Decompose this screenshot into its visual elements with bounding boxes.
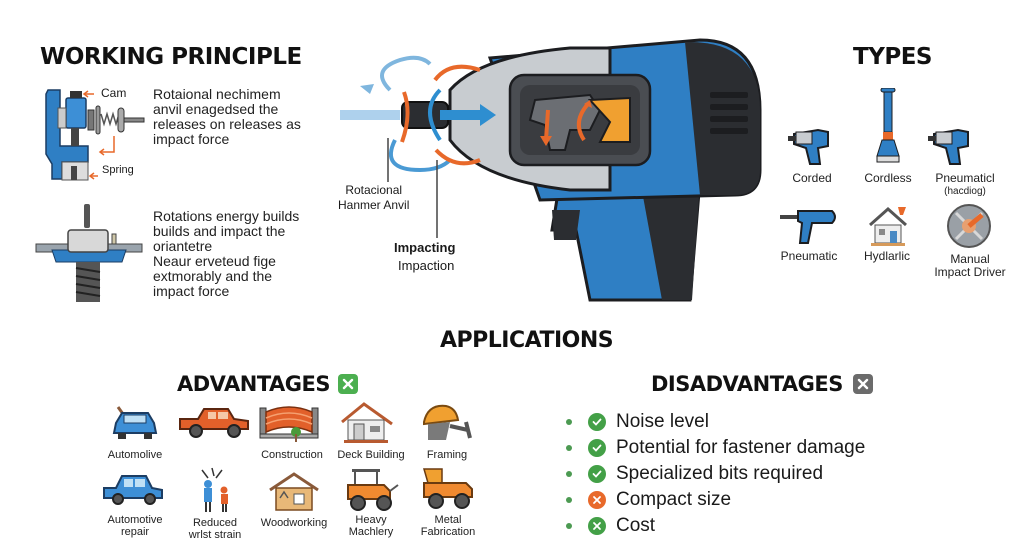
bullet-dot — [566, 497, 572, 503]
adv-label-automotive-repair: Automotive repair — [107, 514, 163, 538]
bullet-dot — [566, 471, 572, 477]
adv-label-automotive: Automolive — [107, 449, 163, 461]
adv-label-construction: Construction — [261, 449, 323, 461]
impaction-label: Impaction — [398, 258, 455, 273]
type-label-pneumatic: Pneumatic — [780, 249, 838, 263]
list-item: Specialized bits required — [566, 461, 865, 487]
bullet-dot — [566, 445, 572, 451]
adv-label-metal-fabrication: Metal Fabrication — [420, 514, 476, 538]
x-box-icon — [852, 374, 873, 394]
impacting-label: Impacting — [394, 240, 456, 255]
adv-label-framing: Framing — [426, 449, 468, 461]
deck-building-house-icon — [340, 400, 394, 449]
check-circle-icon — [588, 465, 606, 483]
list-item: Noise level — [566, 409, 865, 435]
heavy-machinery-tractor-icon — [344, 467, 400, 518]
disadvantages-header: DISADVANTAGES — [651, 372, 873, 396]
applications-title: APPLICATIONS — [440, 328, 614, 353]
impact-driver-cutaway-icon — [340, 38, 762, 302]
automotive-icon — [110, 401, 160, 448]
type-label-cordless: Cordless — [864, 171, 912, 185]
impact-driver-illustration — [340, 30, 770, 305]
framing-hardhat-icon — [420, 402, 478, 449]
pickup-truck-icon — [178, 405, 250, 444]
woodworking-house-icon — [268, 470, 320, 517]
construction-icon — [258, 402, 320, 449]
x-box-icon — [338, 374, 358, 394]
list-item: Cost — [566, 513, 865, 539]
x-circle-icon — [588, 491, 606, 509]
cam-spring-diagram — [38, 84, 148, 184]
pneumatic-hose-driver-icon — [928, 120, 976, 173]
check-circle-icon — [588, 439, 606, 457]
bullet-dot — [566, 523, 572, 529]
manual-impact-driver-icon — [946, 203, 992, 254]
cordless-driver-icon — [875, 87, 901, 171]
adv-label-reduced-wrist-strain: Reduced wrlst strain — [188, 517, 242, 541]
cam-label: Cam — [101, 86, 127, 100]
principle-text-1: Rotaional nechimem anvil enagedsed the r… — [153, 86, 301, 147]
spring-label: Spring — [102, 164, 134, 176]
automotive-repair-car-icon — [102, 472, 164, 511]
list-item: Potential for fastener damage — [566, 435, 865, 461]
disadvantages-title: DISADVANTAGES — [651, 372, 843, 396]
pneumatic-gun-icon — [780, 207, 840, 252]
anvil-diagram — [34, 200, 144, 304]
cam-mechanism-icon — [45, 89, 145, 181]
type-label-pneumatic-hose: Pneumaticl (hacdiog) — [935, 171, 995, 198]
working-principle-title: WORKING PRINCIPLE — [40, 44, 302, 70]
x-circle-icon — [588, 517, 606, 535]
bullet-dot — [566, 419, 572, 425]
adv-label-woodworking: Woodworking — [260, 517, 328, 529]
adv-label-heavy-machinery: Heavy Machlery — [348, 514, 394, 538]
corded-driver-icon — [788, 120, 836, 173]
adv-label-deck-building: Deck Building — [337, 449, 405, 461]
type-label-corded: Corded — [792, 171, 832, 185]
advantages-title: ADVANTAGES — [177, 372, 331, 396]
list-item: Compact size — [566, 487, 865, 513]
disadvantages-list: Noise level Potential for fastener damag… — [566, 409, 865, 539]
advantages-header: ADVANTAGES — [177, 372, 358, 396]
anvil-assembly-icon — [35, 204, 143, 302]
metal-fabrication-vehicle-icon — [420, 465, 478, 516]
reduced-strain-people-icon — [196, 466, 236, 519]
rotational-hammer-label: Rotacional Hanmer Anvil — [338, 183, 410, 212]
principle-text-2: Rotations energy builds builds and impac… — [153, 208, 300, 299]
check-circle-icon — [588, 413, 606, 431]
type-label-manual: Manual Impact Driver — [934, 252, 1006, 279]
types-title: TYPES — [853, 44, 932, 70]
hydraulic-house-icon — [866, 205, 910, 252]
type-label-hydraulic: Hydlarlic — [863, 249, 910, 263]
